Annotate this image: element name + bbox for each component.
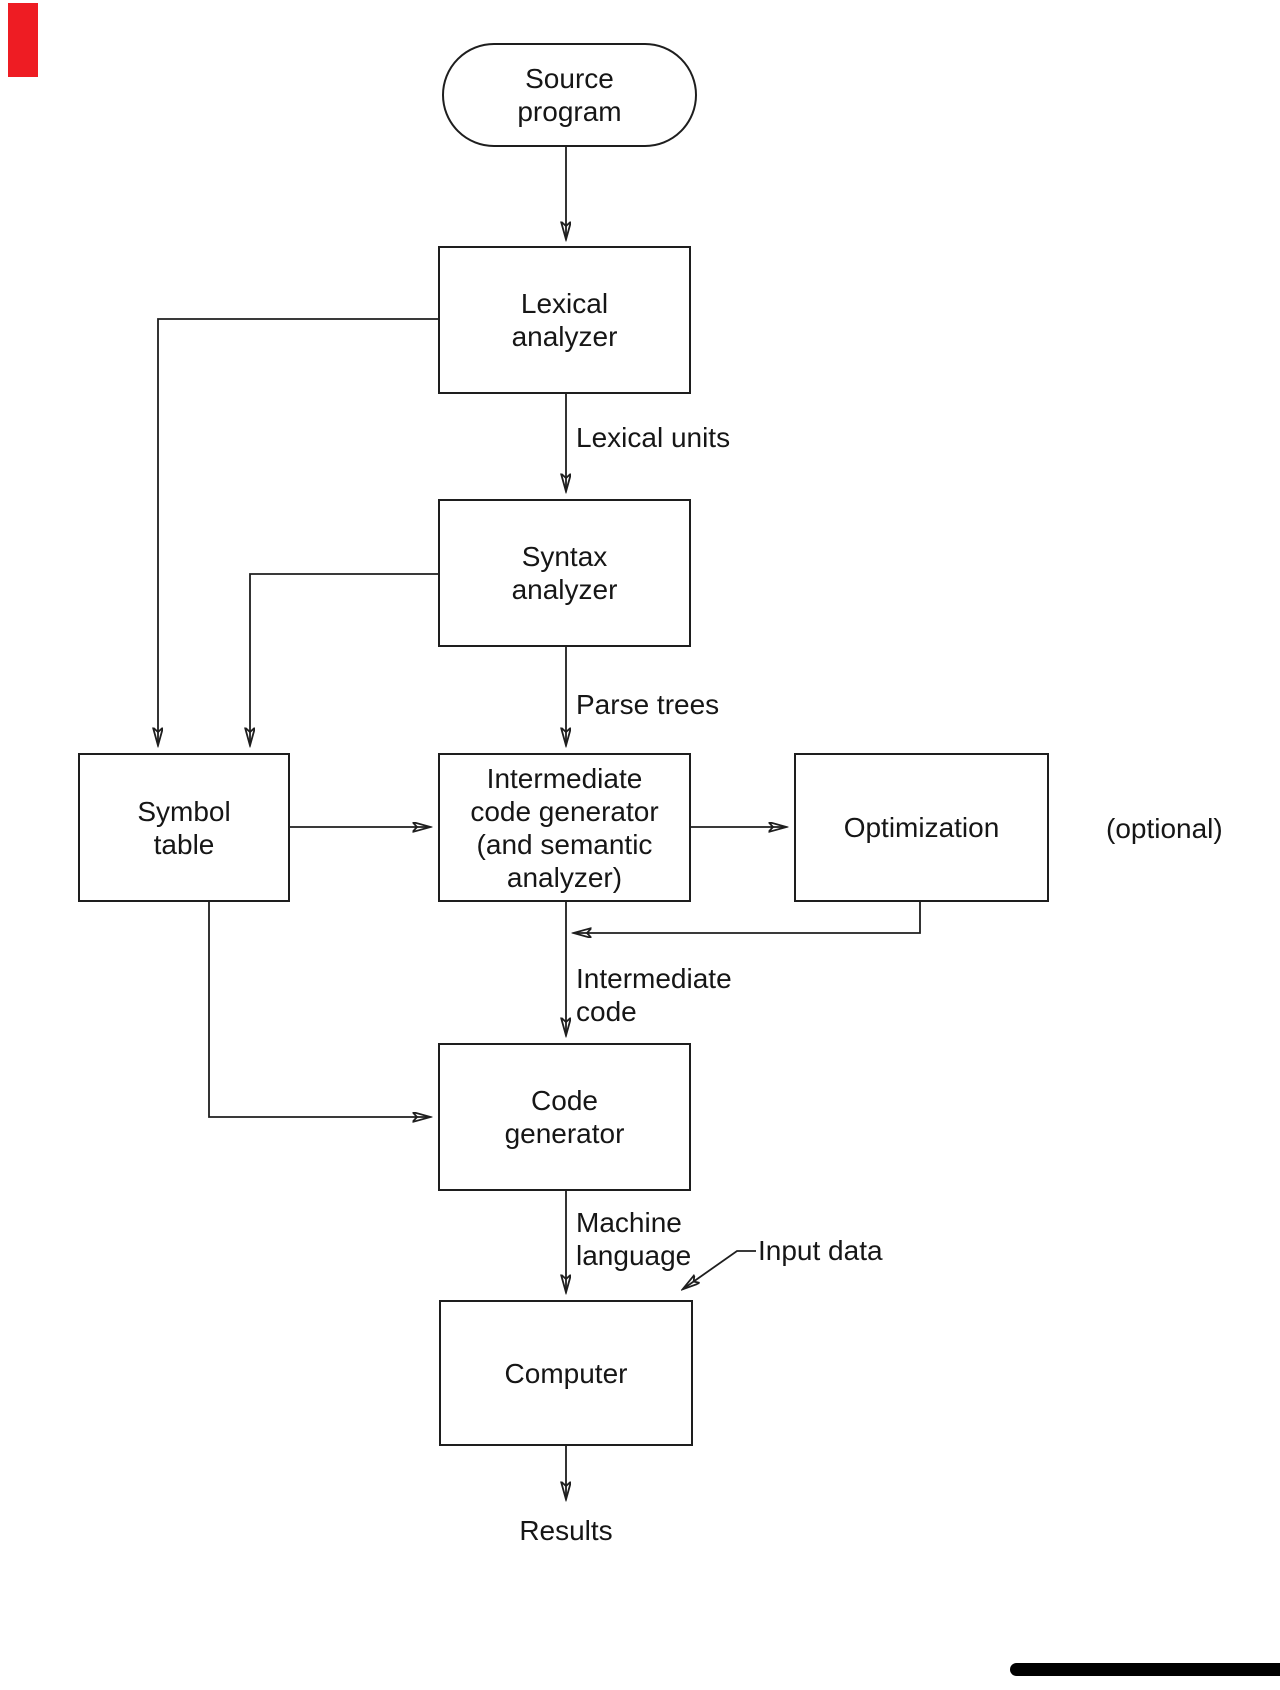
node-syntax-analyzer: Syntax analyzer xyxy=(438,499,691,647)
node-code-generator-label: Code generator xyxy=(504,1085,625,1149)
node-code-generator: Code generator xyxy=(438,1043,691,1191)
node-optimization-label: Optimization xyxy=(843,812,1000,843)
edge-lexical-to-symbol-table xyxy=(158,318,438,745)
node-lexical-analyzer-label: Lexical analyzer xyxy=(511,288,618,352)
label-parse-trees: Parse trees xyxy=(576,689,720,720)
node-intermediate-code-generator: Intermediate code generator (and semanti… xyxy=(438,753,691,902)
label-results: Results xyxy=(519,1515,613,1546)
node-lexical-analyzer: Lexical analyzer xyxy=(438,246,691,394)
node-source-program-label: Source program xyxy=(517,63,622,127)
node-syntax-analyzer-label: Syntax analyzer xyxy=(511,541,618,605)
edge-syntax-to-symbol-table xyxy=(250,573,438,745)
red-corner-marker xyxy=(8,3,38,77)
node-source-program: Source program xyxy=(442,43,697,147)
label-intermediate-code: Intermediate code xyxy=(576,963,732,1027)
node-symbol-table-label: Symbol table xyxy=(137,795,231,860)
node-computer: Computer xyxy=(439,1300,693,1446)
label-lexical-units: Lexical units xyxy=(576,422,731,453)
node-symbol-table: Symbol table xyxy=(78,753,290,902)
label-input-data: Input data xyxy=(758,1235,883,1266)
page-rule-bar xyxy=(1010,1663,1280,1676)
node-computer-label: Computer xyxy=(504,1357,628,1389)
node-intermediate-code-generator-label: Intermediate code generator (and semanti… xyxy=(470,762,659,893)
label-optional: (optional) xyxy=(1106,813,1223,844)
node-optimization: Optimization xyxy=(794,753,1049,902)
edge-symbol-table-to-code-generator xyxy=(208,902,430,1117)
edge-input-data-leader xyxy=(683,1250,756,1289)
label-machine-language: Machine language xyxy=(576,1207,692,1271)
edge-optimization-return xyxy=(574,902,921,933)
